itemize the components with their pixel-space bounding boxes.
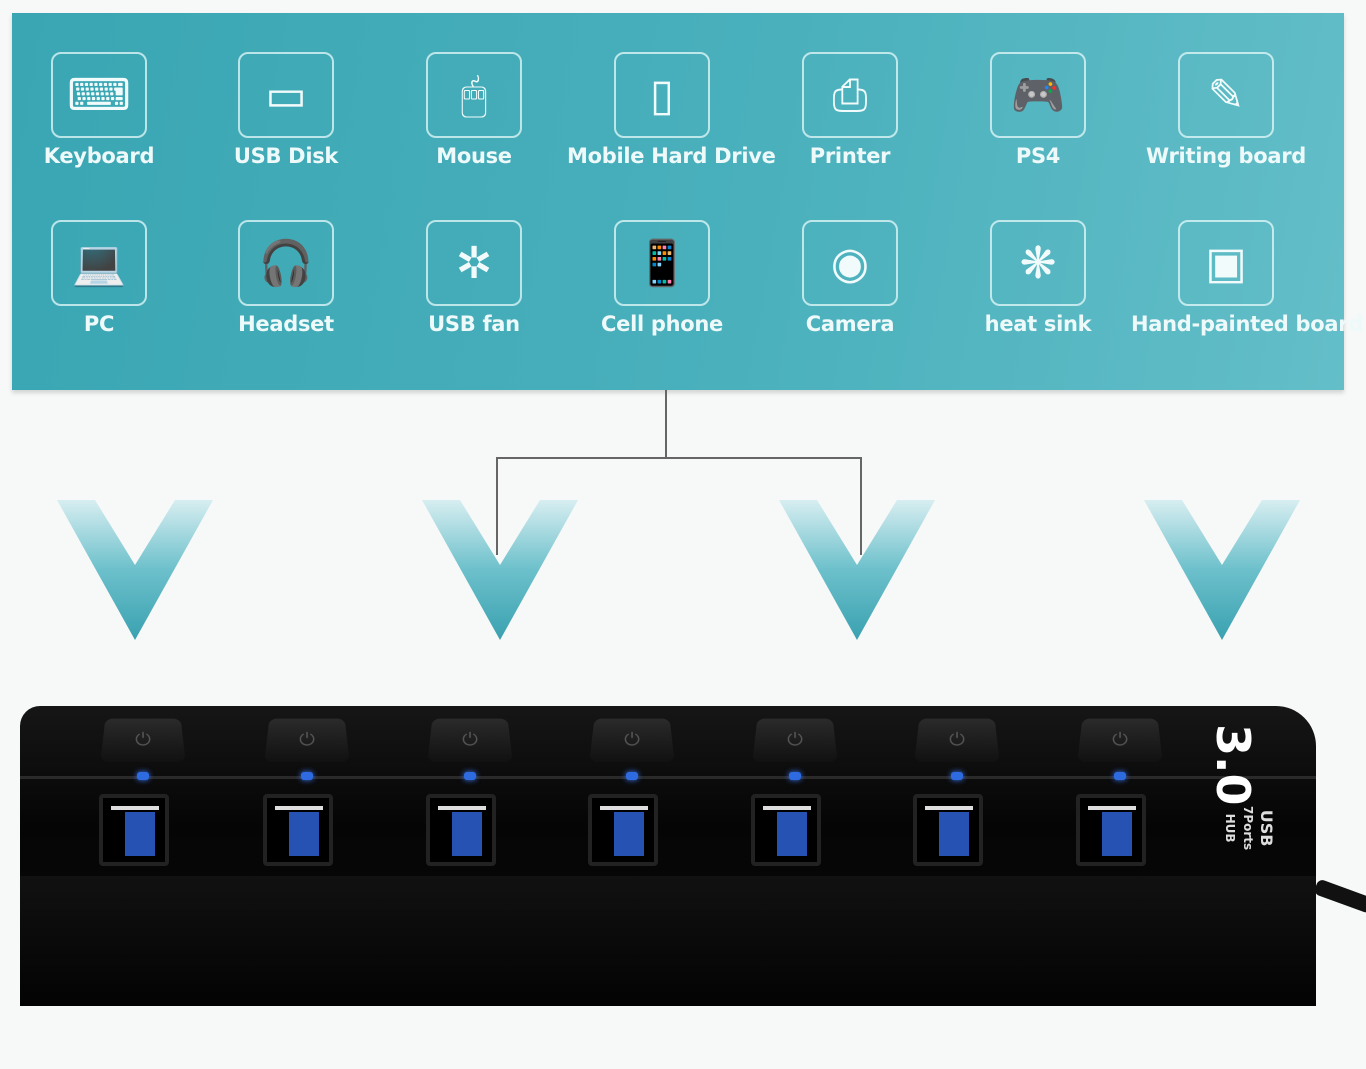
status-led [1114,772,1126,780]
device-label: Hand-painted board [1131,312,1364,336]
device-label: Camera [805,312,895,336]
gamepad-icon: 🎮 [990,52,1086,138]
device-label: PC [83,312,115,336]
device-pc: 💻 PC [4,220,194,336]
device-writing-board: ✎ Writing board [1131,52,1321,168]
device-printer: ⎙ Printer [755,52,945,168]
device-label: Mobile Hard Drive [567,144,776,168]
device-label: Writing board [1146,144,1306,168]
power-switch-button[interactable]: ⏻ [589,718,675,763]
usb-port [588,794,658,866]
power-switch-button[interactable]: ⏻ [914,718,1000,763]
device-cell-phone: 📱 Cell phone [567,220,757,336]
usb-port [751,794,821,866]
chevrons [57,500,1300,640]
webcam-icon: ◉ [802,220,898,306]
power-switch-button[interactable]: ⏻ [264,718,350,763]
device-label: Printer [809,144,891,168]
phone-icon: 📱 [614,220,710,306]
connector-line [665,390,667,459]
chevron-down-icon [422,500,578,640]
device-label: USB Disk [233,144,339,168]
chevron-down-icon [57,500,213,640]
mouse-icon: 🖱 [426,52,522,138]
usb-port [263,794,333,866]
connector-line [860,457,862,555]
device-label: Headset [238,312,334,336]
usb-port [99,794,169,866]
device-ps4: 🎮 PS4 [943,52,1133,168]
headset-icon: 🎧 [238,220,334,306]
device-label: USB fan [428,312,520,336]
device-label: Cell phone [601,312,723,336]
status-led [137,772,149,780]
usb-port [1076,794,1146,866]
device-hand-painted-board: ▣ Hand-painted board [1131,220,1364,336]
device-label: heat sink [984,312,1092,336]
hub-version: 3.0 [1206,724,1260,806]
power-switch-button[interactable]: ⏻ [100,718,186,763]
device-usb-fan: ✲ USB fan [379,220,569,336]
status-led [789,772,801,780]
device-heat-sink: ❋ heat sink [943,220,1133,336]
connector-line [496,457,498,555]
chevron-down-icon [1144,500,1300,640]
device-headset: 🎧 Headset [191,220,381,336]
status-led [626,772,638,780]
usb-cable [1313,878,1366,915]
device-label: Keyboard [43,144,155,168]
status-led [951,772,963,780]
power-switch-button[interactable]: ⏻ [752,718,838,763]
usb-port [913,794,983,866]
device-camera: ◉ Camera [755,220,945,336]
status-led [301,772,313,780]
keyboard-icon: ⌨ [51,52,147,138]
device-usb-disk: ▭ USB Disk [191,52,381,168]
heat-sink-icon: ❋ [990,220,1086,306]
power-switch-button[interactable]: ⏻ [1077,718,1163,763]
device-mouse: 🖱 Mouse [379,52,569,168]
device-mobile-hard-drive: ▯ Mobile Hard Drive [567,52,776,168]
status-led [464,772,476,780]
writing-board-icon: ✎ [1178,52,1274,138]
connector-line [496,457,862,459]
device-keyboard: ⌨ Keyboard [4,52,194,168]
compatible-devices-panel [12,13,1344,390]
usb-port [426,794,496,866]
chevron-down-icon [779,500,935,640]
laptop-icon: 💻 [51,220,147,306]
power-switch-button[interactable]: ⏻ [427,718,513,763]
device-label: PS4 [1015,144,1061,168]
hard-drive-icon: ▯ [614,52,710,138]
printer-icon: ⎙ [802,52,898,138]
device-label: Mouse [436,144,512,168]
fan-icon: ✲ [426,220,522,306]
usb-disk-icon: ▭ [238,52,334,138]
drawing-tablet-icon: ▣ [1178,220,1274,306]
